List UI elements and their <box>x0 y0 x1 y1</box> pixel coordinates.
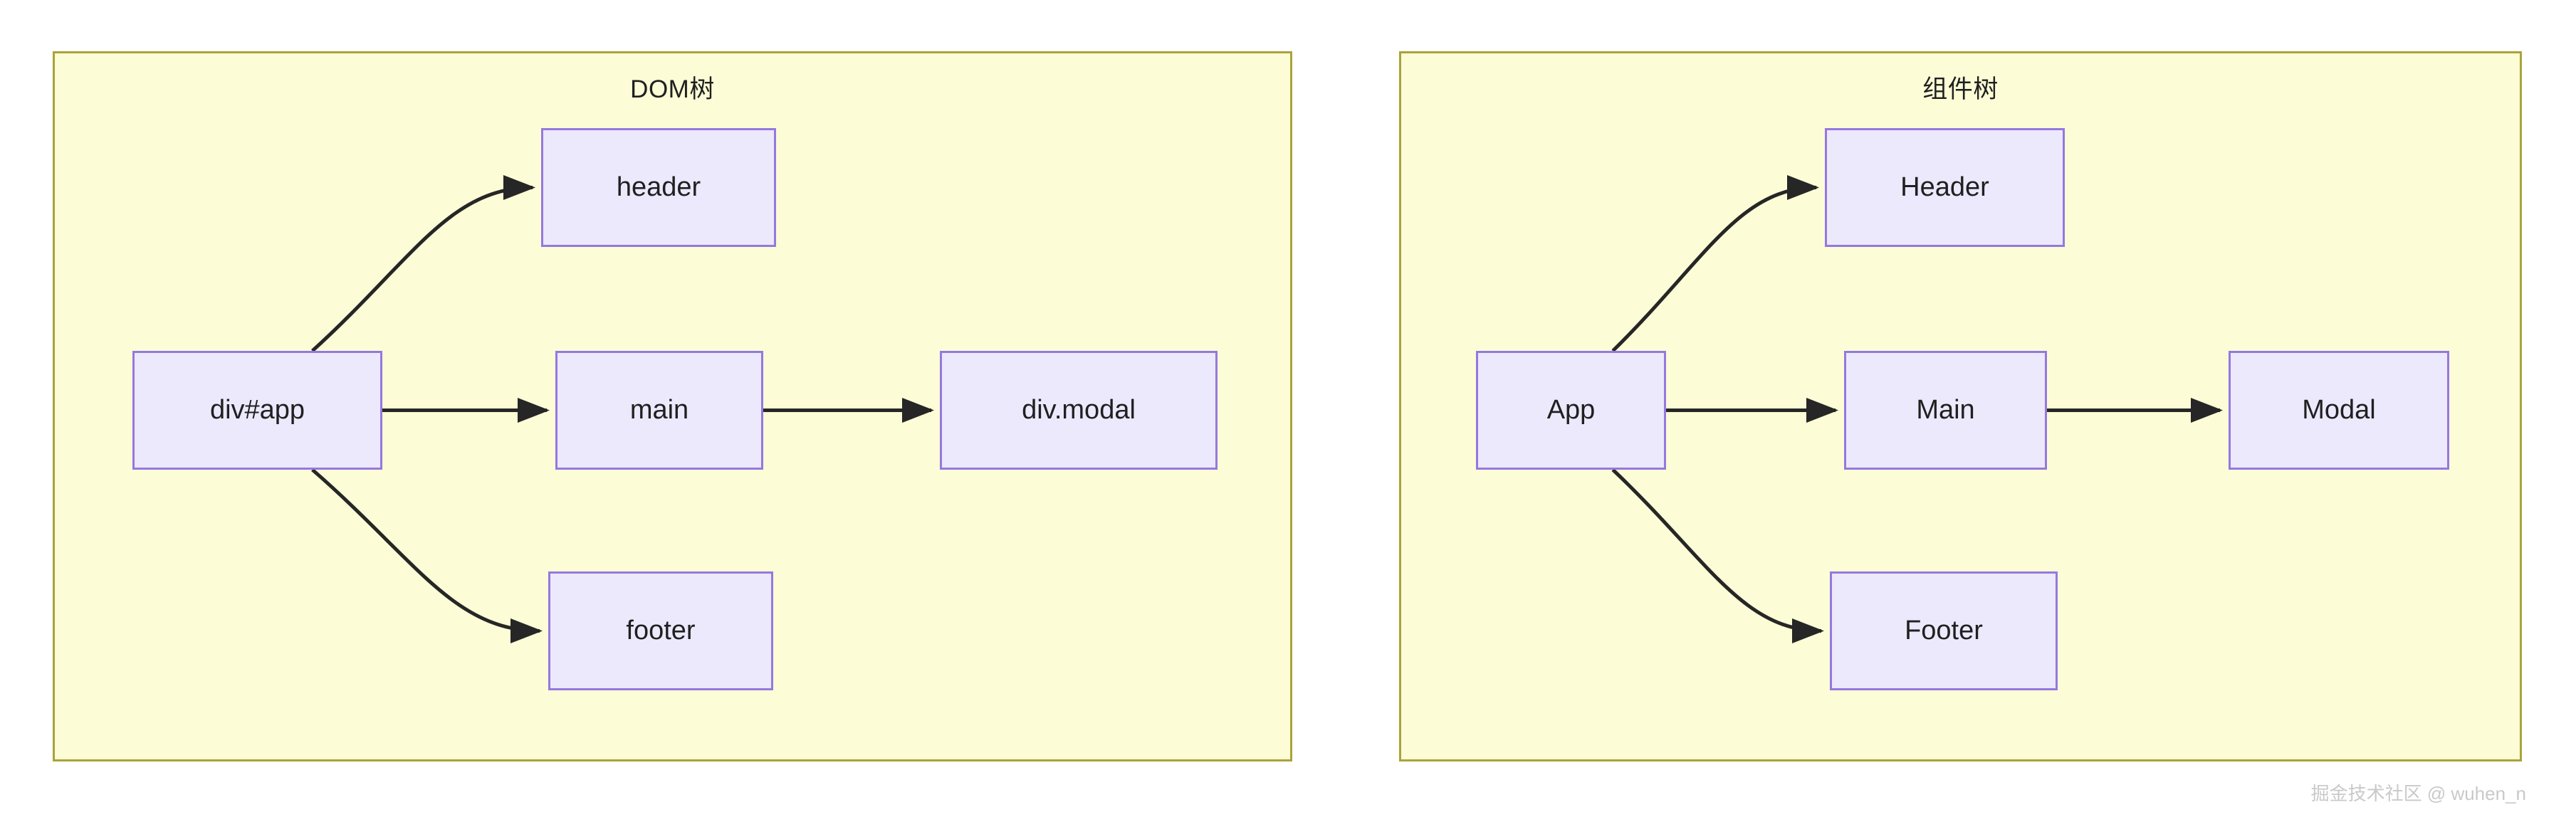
node-div-modal-label: div.modal <box>1022 395 1136 425</box>
node-main[interactable]: main <box>555 351 763 470</box>
node-main-component-label: Main <box>1916 395 1975 425</box>
watermark: 掘金技术社区 @ wuhen_n <box>2310 783 2526 804</box>
node-header[interactable]: header <box>541 128 776 247</box>
node-app[interactable]: App <box>1476 351 1666 470</box>
node-app-label: App <box>1546 395 1596 425</box>
node-header-label: header <box>616 172 701 202</box>
node-main-component[interactable]: Main <box>1844 351 2047 470</box>
node-div-app[interactable]: div#app <box>132 351 382 470</box>
node-header-component-label: Header <box>1900 172 1989 202</box>
node-header-component[interactable]: Header <box>1825 128 2065 247</box>
node-footer-label: footer <box>626 616 696 645</box>
node-footer[interactable]: footer <box>548 571 773 690</box>
node-div-app-label: div#app <box>209 395 305 425</box>
panel-dom-tree-title: DOM树 <box>630 75 715 103</box>
node-modal-component-label: Modal <box>2302 395 2376 425</box>
panel-component-tree-title: 组件树 <box>1922 75 1999 103</box>
node-main-label: main <box>629 395 689 425</box>
node-modal-component[interactable]: Modal <box>2229 351 2449 470</box>
node-footer-component-label: Footer <box>1905 616 1983 645</box>
node-div-modal[interactable]: div.modal <box>940 351 1218 470</box>
node-footer-component[interactable]: Footer <box>1830 571 2058 690</box>
